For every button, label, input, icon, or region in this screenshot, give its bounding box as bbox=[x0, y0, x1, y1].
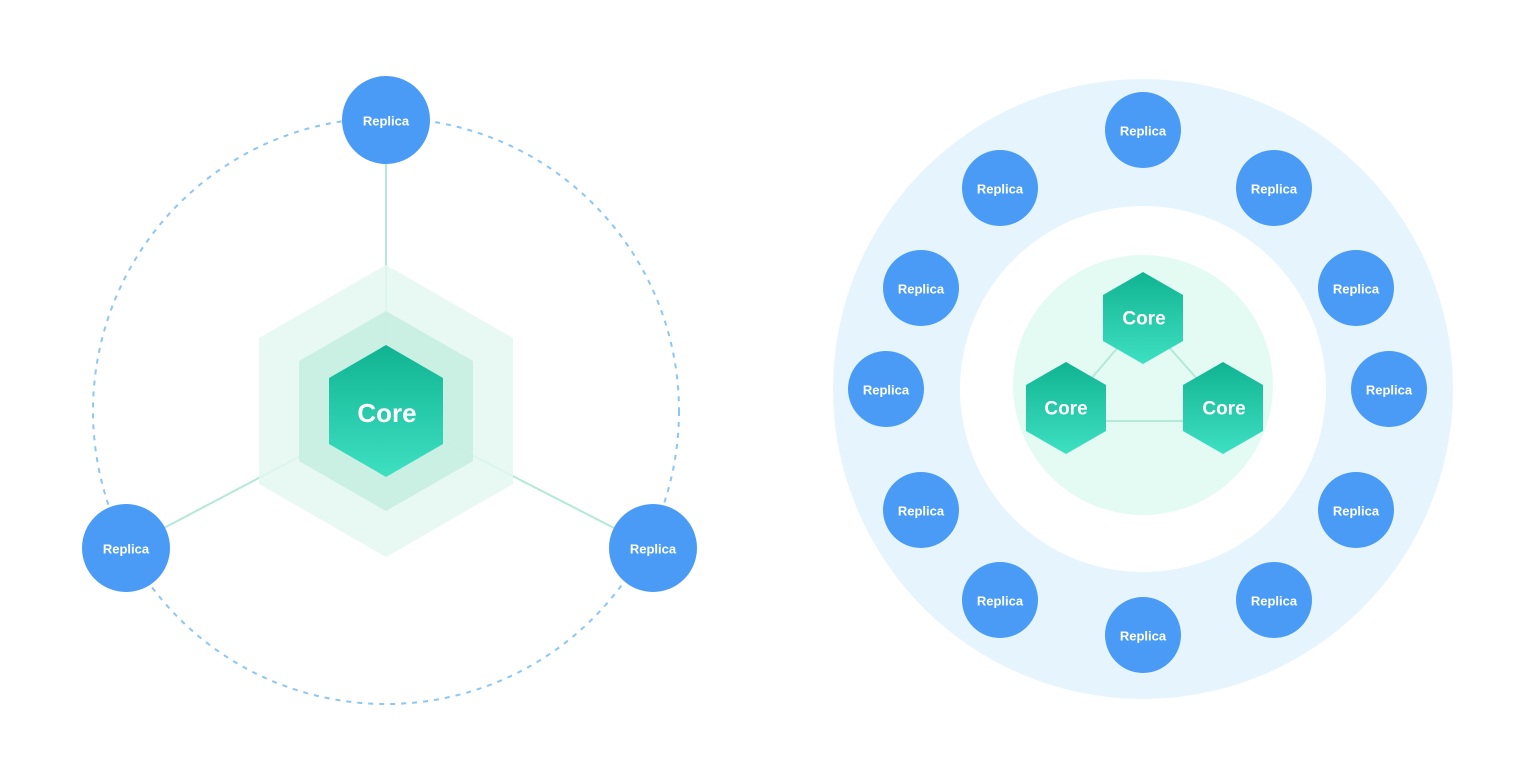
replica-node: Replica bbox=[1318, 250, 1394, 326]
core-node-right: Core bbox=[1183, 362, 1263, 454]
replica-label: Replica bbox=[898, 504, 945, 519]
core-hexagon bbox=[1026, 362, 1106, 454]
replica-label: Replica bbox=[977, 594, 1024, 609]
core-label: Core bbox=[1122, 309, 1165, 330]
core-node-top: Core bbox=[1103, 272, 1183, 364]
replica-circle bbox=[1318, 472, 1394, 548]
core-hexagon bbox=[329, 345, 443, 477]
replica-node: Replica bbox=[962, 150, 1038, 226]
replica-label: Replica bbox=[1251, 594, 1298, 609]
replica-label: Replica bbox=[1120, 124, 1167, 139]
replica-node: Replica bbox=[883, 472, 959, 548]
replica-label: Replica bbox=[977, 182, 1024, 197]
replica-label: Replica bbox=[1366, 383, 1413, 398]
replica-node-right: Replica bbox=[609, 504, 697, 592]
core-zone bbox=[1013, 255, 1273, 515]
replica-label: Replica bbox=[103, 542, 150, 557]
dashed-replica-ring bbox=[92, 117, 680, 705]
replica-label: Replica bbox=[1251, 182, 1298, 197]
replica-label: Replica bbox=[1333, 282, 1380, 297]
core-hexagon bbox=[1183, 362, 1263, 454]
replica-circle bbox=[82, 504, 170, 592]
core-node-left: Core bbox=[1026, 362, 1106, 454]
replica-node: Replica bbox=[962, 562, 1038, 638]
replica-node: Replica bbox=[848, 351, 924, 427]
core-label: Core bbox=[1044, 399, 1087, 420]
replica-label: Replica bbox=[1333, 504, 1380, 519]
replica-circle bbox=[883, 250, 959, 326]
replica-node: Replica bbox=[1236, 562, 1312, 638]
replica-circle bbox=[962, 150, 1038, 226]
replica-label: Replica bbox=[1120, 629, 1167, 644]
core-label: Core bbox=[1202, 399, 1245, 420]
replica-circle bbox=[1105, 92, 1181, 168]
multi-core-diagram: Core Core Core Replica Replica Replica R… bbox=[833, 79, 1453, 699]
replica-circle bbox=[342, 76, 430, 164]
replica-node-top: Replica bbox=[342, 76, 430, 164]
replica-circle bbox=[848, 351, 924, 427]
replica-node: Replica bbox=[1105, 597, 1181, 673]
replica-label: Replica bbox=[863, 383, 910, 398]
replica-node-left: Replica bbox=[82, 504, 170, 592]
replica-node: Replica bbox=[1105, 92, 1181, 168]
replica-node: Replica bbox=[1318, 472, 1394, 548]
single-core-diagram: Core Replica Replica Replica bbox=[82, 76, 697, 705]
core-label: Core bbox=[357, 398, 416, 428]
replica-circle bbox=[1351, 351, 1427, 427]
replica-node: Replica bbox=[1236, 150, 1312, 226]
replica-label: Replica bbox=[898, 282, 945, 297]
replica-label: Replica bbox=[363, 114, 410, 129]
replica-circle bbox=[1105, 597, 1181, 673]
replica-circle bbox=[609, 504, 697, 592]
replica-circle bbox=[962, 562, 1038, 638]
replica-node: Replica bbox=[883, 250, 959, 326]
replica-circle bbox=[1236, 150, 1312, 226]
replica-circle bbox=[883, 472, 959, 548]
replica-label: Replica bbox=[630, 542, 677, 557]
replica-circle bbox=[1318, 250, 1394, 326]
replica-node: Replica bbox=[1351, 351, 1427, 427]
core-hexagon bbox=[1103, 272, 1183, 364]
replica-circle bbox=[1236, 562, 1312, 638]
